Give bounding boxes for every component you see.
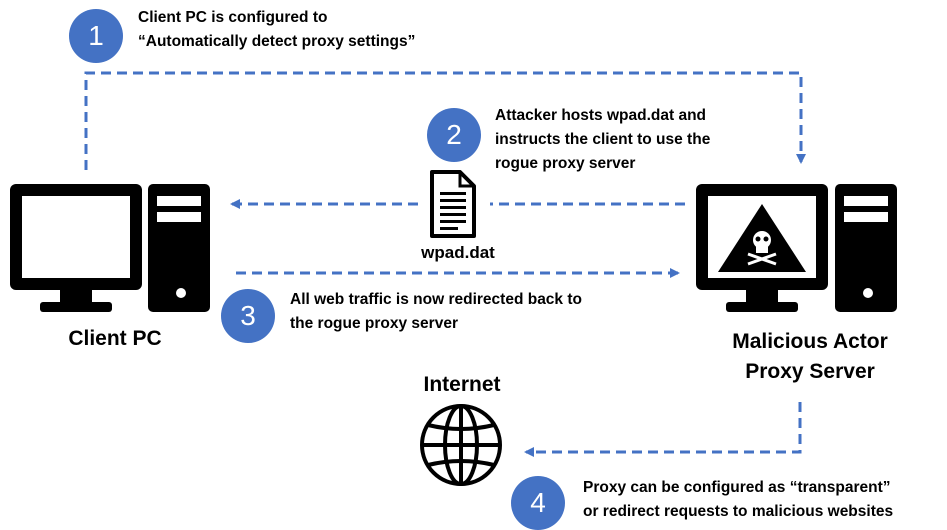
arrow-step-4 [524,402,802,457]
proxy-label-line-1: Malicious Actor [732,330,888,353]
step-3-line-1: All web traffic is now redirected back t… [290,291,582,308]
step-2-line-1: Attacker hosts wpad.dat and [495,107,707,124]
step-3-line-2: the rogue proxy server [290,315,458,332]
client-tower-icon [148,184,210,312]
step-2-badge: 2 [427,108,481,162]
step-3-text: All web traffic is now redirected back t… [290,288,582,336]
proxy-tower-icon [835,184,897,312]
step-1-line-1: Client PC is configured to [138,9,328,26]
arrow-step-1 [84,71,806,170]
client-pc-label: Client PC [68,327,162,350]
internet-label: Internet [423,373,501,396]
step-2-text: Attacker hosts wpad.dat and instructs th… [495,104,710,176]
step-2-line-2: instructs the client to use the [495,131,711,148]
skull-warning-icon [718,204,806,272]
proxy-server-label: Malicious Actor Proxy Server [705,327,915,387]
step-3-badge: 3 [221,289,275,343]
document-icon [430,170,476,238]
step-4-badge: 4 [511,476,565,530]
step-4-text: Proxy can be configured as “transparent”… [583,476,893,524]
step-4-line-2: or redirect requests to malicious websit… [583,503,894,520]
step-1-line-2: “Automatically detect proxy settings” [138,33,416,50]
step-4-line-1: Proxy can be configured as “transparent” [583,479,891,496]
proxy-label-line-2: Proxy Server [745,360,875,383]
globe-icon [420,404,502,486]
step-2-line-3: rogue proxy server [495,155,636,172]
step-1-text: Client PC is configured to “Automaticall… [138,6,415,54]
client-monitor-icon [10,184,142,312]
wpad-file-label: wpad.dat [421,243,495,262]
step-1-badge: 1 [69,9,123,63]
